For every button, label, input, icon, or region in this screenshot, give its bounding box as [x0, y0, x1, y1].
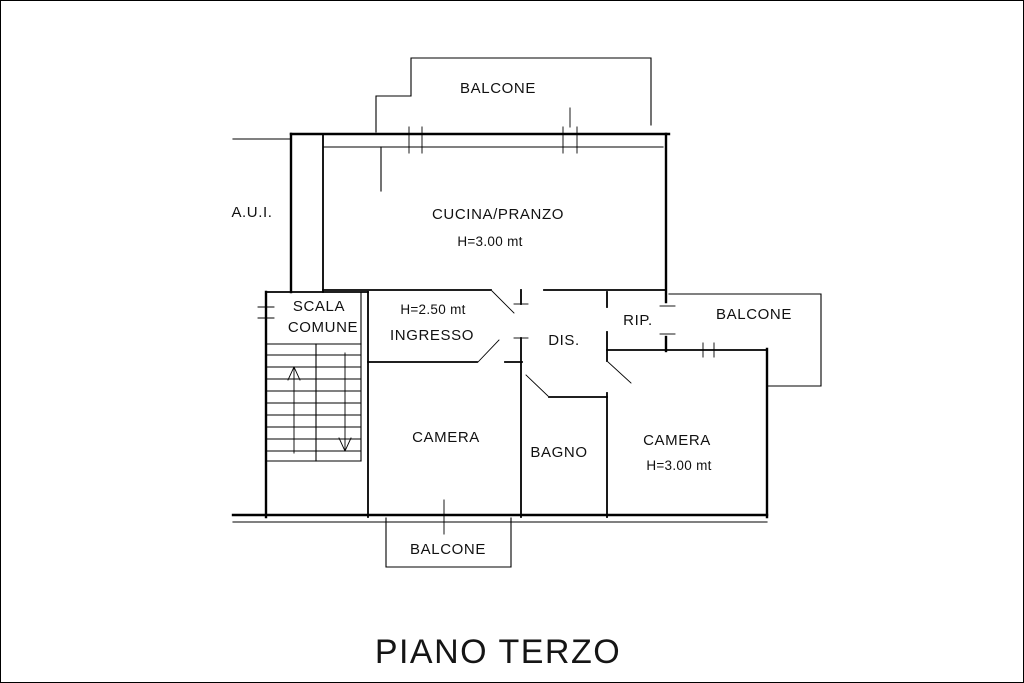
door-swings: [477, 290, 632, 397]
interior-walls: [265, 133, 768, 518]
label-balcone-bottom: BALCONE: [410, 541, 486, 558]
label-ingresso-height: H=2.50 mt: [400, 302, 465, 317]
window-ticks: [257, 107, 715, 535]
balcony-outlines: [232, 57, 822, 568]
stairs: [265, 343, 362, 462]
label-cucina-height: H=3.00 mt: [457, 234, 522, 249]
label-camera-right: CAMERA: [643, 432, 711, 449]
room-labels: BALCONE A.U.I. CUCINA/PRANZO H=3.00 mt S…: [231, 80, 792, 558]
label-balcone-right: BALCONE: [716, 306, 792, 323]
label-rip: RIP.: [623, 312, 653, 329]
stair-arrow-up: [287, 366, 301, 454]
floor-title: PIANO TERZO: [375, 633, 621, 671]
label-balcone-top: BALCONE: [460, 80, 536, 97]
exterior-walls: [231, 132, 769, 523]
label-bagno: BAGNO: [530, 444, 587, 461]
label-ingresso: INGRESSO: [390, 327, 474, 344]
label-aui: A.U.I.: [231, 204, 272, 221]
label-cucina: CUCINA/PRANZO: [432, 206, 564, 223]
label-scala: SCALA: [293, 298, 345, 315]
label-comune: COMUNE: [288, 319, 358, 336]
stair-treads: [266, 354, 361, 452]
label-dis: DIS.: [548, 332, 580, 349]
label-camera-left: CAMERA: [412, 429, 480, 446]
stair-arrow-down: [338, 352, 352, 452]
label-camera-right-height: H=3.00 mt: [646, 458, 711, 473]
